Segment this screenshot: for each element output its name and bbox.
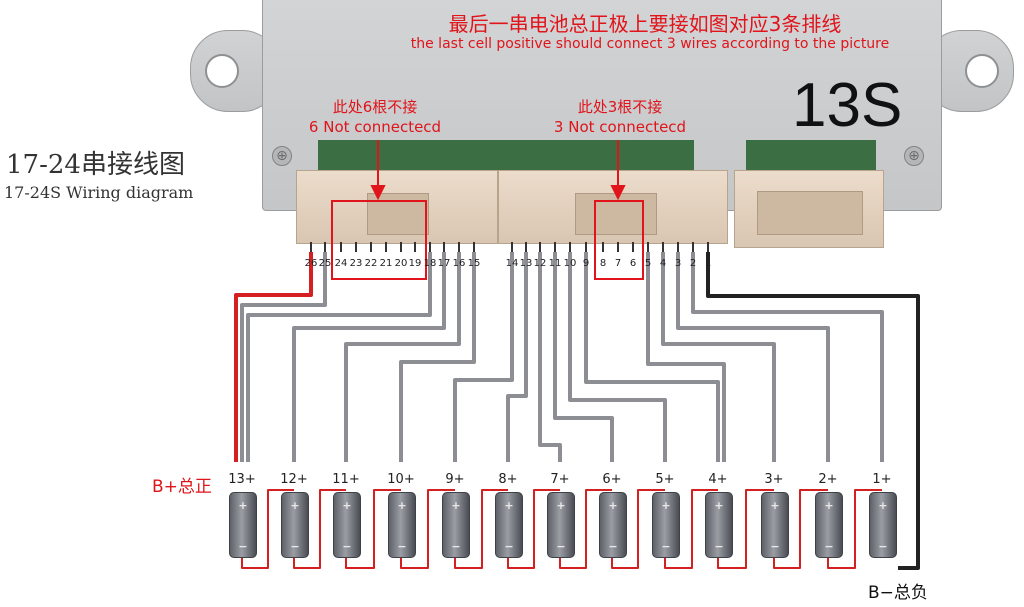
- wire-pin-25: [240, 252, 327, 462]
- pin-number: 2: [689, 258, 697, 269]
- screw-icon: ⊕: [272, 146, 292, 166]
- left-box-note-cn: 此处6根不接: [332, 98, 418, 116]
- cell-label: 2+: [818, 472, 838, 487]
- wire-pin-17: [292, 252, 446, 462]
- pin-number: 13: [519, 258, 533, 269]
- wire-pin-5: [646, 252, 726, 462]
- battery-cell-icon: +−: [333, 492, 361, 558]
- top-note-en: the last cell positive should connect 3 …: [410, 36, 890, 52]
- cell-label: 12+: [280, 472, 308, 487]
- pin-number: 5: [644, 258, 652, 269]
- battery-cell-icon: +−: [761, 492, 789, 558]
- mid-box-note-en: 3 Not connectecd: [553, 118, 687, 136]
- battery-cell-icon: +−: [388, 492, 416, 558]
- cell-label: 11+: [332, 472, 360, 487]
- connector-c: [734, 170, 884, 248]
- cell-label: 5+: [655, 472, 675, 487]
- top-note-cn: 最后一串电池总正极上要接如图对应3条排线: [448, 12, 842, 36]
- left-box-note-en: 6 Not connectecd: [308, 118, 442, 136]
- mounting-hole-right: [965, 54, 999, 88]
- cell-label: 6+: [602, 472, 622, 487]
- pin-number: 23: [349, 258, 363, 269]
- battery-cell-icon: +−: [652, 492, 680, 558]
- pin-number: 10: [563, 258, 577, 269]
- pin-number: 19: [408, 258, 422, 269]
- cell-label: 3+: [764, 472, 784, 487]
- wire-pin-4: [661, 252, 776, 462]
- connector-slot: [757, 191, 863, 235]
- cell-label: 1+: [872, 472, 892, 487]
- wire-pin-13: [506, 252, 528, 462]
- pcb-strip: [318, 140, 694, 174]
- battery-cell-icon: +−: [495, 492, 523, 558]
- b-plus-label: B+总正: [152, 477, 212, 497]
- wire-pin-15: [399, 252, 476, 462]
- pin-number: 26: [304, 258, 318, 269]
- cell-label: 8+: [498, 472, 518, 487]
- pin-number: 21: [379, 258, 393, 269]
- screw-icon: ⊕: [904, 146, 924, 166]
- pin-number: 14: [505, 258, 519, 269]
- mounting-hole-left: [205, 54, 239, 88]
- wire-pin-2: [691, 252, 884, 462]
- pin-number: 25: [318, 258, 332, 269]
- pin-number: 7: [614, 258, 622, 269]
- battery-cell-icon: +−: [705, 492, 733, 558]
- battery-cell-icon: +−: [547, 492, 575, 558]
- pin-number: 8: [599, 258, 607, 269]
- wire-b-plus-red: [234, 252, 313, 462]
- pin-number: 16: [452, 258, 466, 269]
- diagram-title-cn: 17-24串接线图: [6, 150, 185, 180]
- mid-box-note-cn: 此处3根不接: [577, 98, 663, 116]
- cell-label: 10+: [387, 472, 415, 487]
- pin-number: 22: [364, 258, 378, 269]
- pin-number: 18: [423, 258, 437, 269]
- wire-pin-16: [344, 252, 461, 462]
- not-connected-box-6: [331, 200, 427, 280]
- pin-number: 3: [674, 258, 682, 269]
- not-connected-box-3: [594, 200, 644, 280]
- wire-pin-18: [246, 252, 432, 462]
- pin-number: 24: [334, 258, 348, 269]
- label-13s: 13S: [792, 71, 903, 140]
- cell-label: 7+: [550, 472, 570, 487]
- battery-cell-icon: +−: [281, 492, 309, 558]
- wire-pin-9: [584, 252, 720, 462]
- pin-number: 12: [533, 258, 547, 269]
- b-minus-label: B−总负: [868, 583, 928, 603]
- battery-cell-icon: +−: [599, 492, 627, 558]
- pin-number: 11: [548, 258, 562, 269]
- diagram-title-en: 17-24S Wiring diagram: [4, 183, 194, 202]
- wire-b-minus-black: [706, 252, 920, 570]
- battery-cell-icon: +−: [229, 492, 257, 558]
- wire-pin-12: [538, 252, 562, 462]
- pin-number: 1: [704, 258, 712, 269]
- battery-cell-icon: +−: [815, 492, 843, 558]
- pin-number: 4: [659, 258, 667, 269]
- pin-number: 9: [582, 258, 590, 269]
- pin-number: 17: [437, 258, 451, 269]
- cell-label: 4+: [708, 472, 728, 487]
- pin-number: 20: [394, 258, 408, 269]
- cell-label: 13+: [228, 472, 256, 487]
- wire-pin-10: [568, 252, 667, 462]
- wire-pin-11: [553, 252, 614, 462]
- wire-pin-3: [676, 252, 830, 462]
- battery-cell-icon: +−: [442, 492, 470, 558]
- pin-number: 6: [629, 258, 637, 269]
- cell-label: 9+: [445, 472, 465, 487]
- battery-cell-icon: +−: [869, 492, 897, 558]
- pin-number: 15: [467, 258, 481, 269]
- pcb-strip: [746, 140, 876, 174]
- wire-pin-14: [453, 252, 514, 462]
